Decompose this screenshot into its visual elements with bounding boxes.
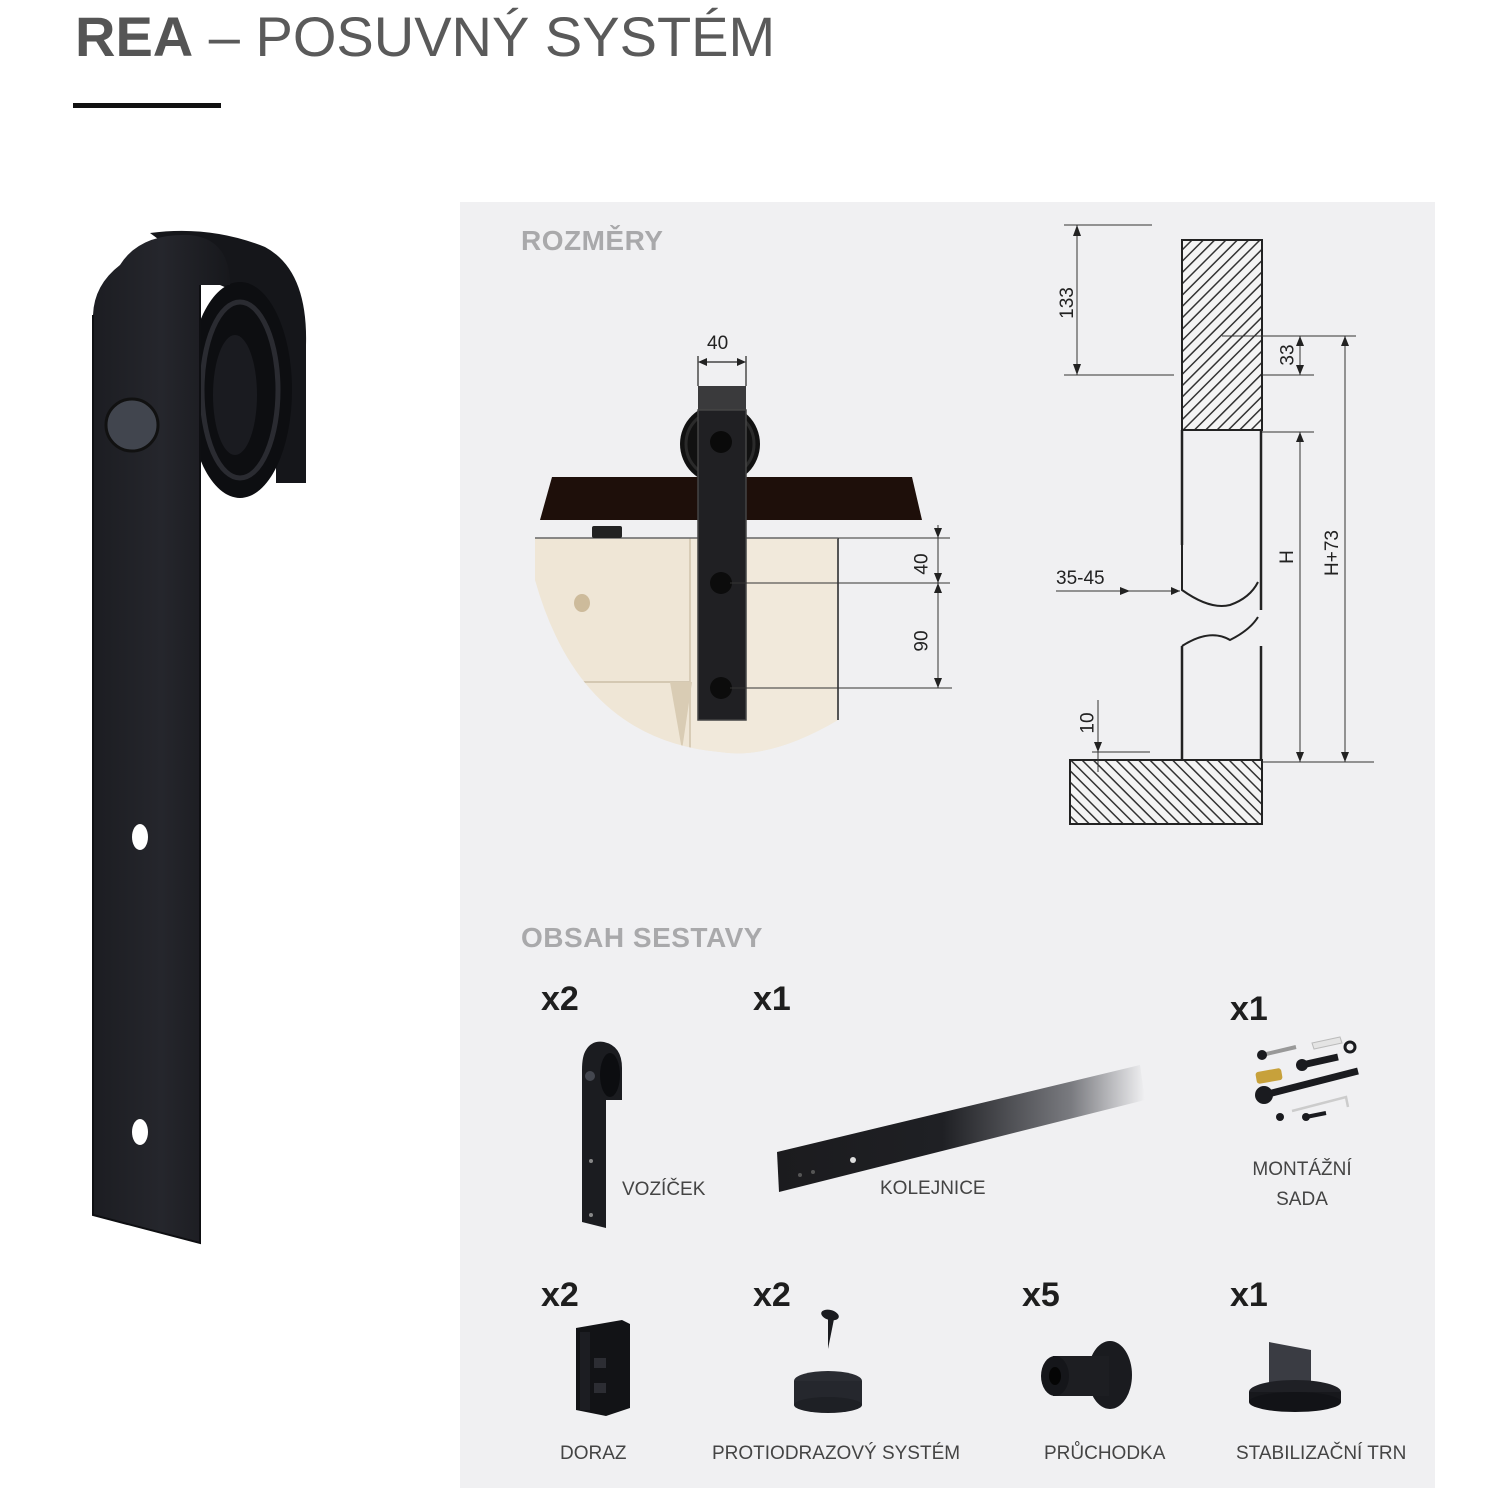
kit-item-qty: x2 xyxy=(541,1276,579,1314)
kit-item-qty: x1 xyxy=(1230,990,1268,1028)
side-view-drawing xyxy=(1040,210,1400,840)
kit-item-label: STABILIZAČNÍ TRN xyxy=(1236,1443,1407,1464)
side-top-height-label: 133 xyxy=(1056,287,1078,319)
mounting-kit-icon xyxy=(1250,1035,1365,1130)
trolley-hanger-icon xyxy=(578,1040,628,1230)
kit-item-qty: x1 xyxy=(753,980,791,1018)
side-rail-offset-label: 33 xyxy=(1277,344,1299,366)
kit-item-label: PRŮCHODKA xyxy=(1044,1443,1166,1464)
kit-item-label: MONTÁŽNÍ xyxy=(1252,1159,1352,1180)
kit-item-qty: x5 xyxy=(1022,1276,1060,1314)
kit-item-qty: x2 xyxy=(541,980,579,1018)
front-view-drawing xyxy=(520,320,980,770)
dimensions-heading: ROZMĚRY xyxy=(521,225,664,256)
rail-icon xyxy=(775,1060,1145,1195)
side-total-height-label: H+73 xyxy=(1321,530,1343,576)
stopper-icon xyxy=(572,1318,632,1418)
sliding-door-hanger-icon xyxy=(92,230,307,1245)
floor-guide-icon xyxy=(1245,1340,1345,1420)
kit-item-qty: x2 xyxy=(753,1276,791,1314)
hero-hanger-image xyxy=(80,225,320,1255)
kit-item-label: VOZÍČEK xyxy=(622,1179,706,1200)
side-door-height-label: H xyxy=(1276,550,1298,564)
front-top-offset-label: 40 xyxy=(911,553,933,575)
page-title: REA – POSUVNÝ SYSTÉM xyxy=(75,2,775,72)
spec-panel xyxy=(460,202,1435,1488)
kit-contents-heading: OBSAH SESTAVY xyxy=(521,922,763,953)
anti-bounce-icon xyxy=(790,1305,870,1415)
title-product-name: REA xyxy=(75,5,194,68)
kit-item-label: KOLEJNICE xyxy=(880,1178,986,1199)
bushing-icon xyxy=(1035,1338,1135,1413)
front-bolt-spacing-label: 90 xyxy=(911,630,933,652)
kit-item-label: PROTIODRAZOVÝ SYSTÉM xyxy=(712,1443,961,1464)
side-floor-gap-label: 10 xyxy=(1077,712,1099,734)
side-door-thickness-label: 35-45 xyxy=(1056,568,1105,589)
kit-item-qty: x1 xyxy=(1230,1276,1268,1314)
title-underline xyxy=(73,103,221,108)
title-subtitle: – POSUVNÝ SYSTÉM xyxy=(193,5,776,68)
kit-item-label-line2: SADA xyxy=(1276,1189,1328,1210)
front-width-label: 40 xyxy=(707,333,729,354)
kit-item-label: DORAZ xyxy=(560,1443,627,1464)
